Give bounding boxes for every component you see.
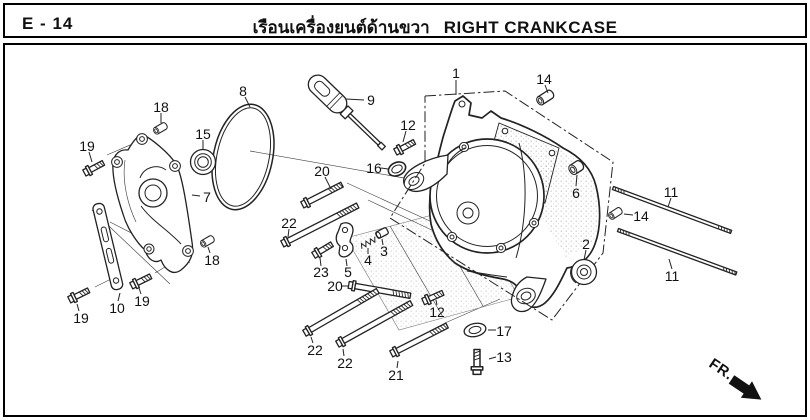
header-box: E - 14 เรือนเครื่องยนต์ด้านขวา RIGHT CRAN… (3, 3, 807, 38)
bolt-12 (392, 136, 418, 158)
collar-18 (198, 234, 216, 249)
o-ring (387, 161, 407, 177)
leader-line-8 (244, 96, 251, 108)
leader-line-20 (324, 176, 332, 190)
leader-line-5 (345, 258, 348, 267)
part-label-7: 7 (203, 189, 211, 205)
part-label-20: 20 (327, 278, 343, 294)
part-label-19: 19 (73, 310, 89, 326)
bolt-23 (310, 239, 336, 261)
water-pump-cover (111, 133, 194, 274)
leader-line-9 (345, 98, 365, 101)
gasket (211, 103, 275, 211)
leader-line-21 (396, 360, 399, 369)
spring (360, 236, 376, 249)
page-code: E - 14 (22, 14, 74, 33)
part-label-2: 2 (582, 236, 590, 252)
leader-line-23 (319, 257, 322, 267)
sealing-washer (463, 322, 487, 338)
leader-line-12 (435, 299, 438, 306)
part-label-14: 14 (536, 71, 552, 87)
part-label-22: 22 (307, 342, 323, 358)
collar-18 (151, 121, 169, 136)
leader-line-22 (310, 336, 314, 344)
leader-line-19 (76, 303, 80, 312)
leader-line-18 (207, 246, 211, 254)
fr-arrow-icon (728, 375, 762, 400)
leader-line-2 (583, 249, 587, 261)
part-label-14: 14 (633, 208, 649, 224)
part1-boundary (389, 90, 614, 321)
leader-line-11 (667, 197, 672, 208)
leader-line-6 (575, 174, 578, 187)
part-label-19: 19 (134, 293, 150, 309)
part-label-22: 22 (337, 355, 353, 371)
part-label-12: 12 (400, 117, 416, 133)
crankcase-opening-rim (429, 138, 545, 254)
leader-line-12 (402, 130, 407, 143)
part-label-5: 5 (344, 264, 352, 280)
part-label-12: 12 (429, 304, 445, 320)
part-label-17: 17 (496, 323, 512, 339)
part-label-11: 11 (664, 184, 679, 200)
oil-seal (189, 148, 217, 176)
plug-pin (375, 227, 389, 239)
part-label-22: 22 (281, 215, 297, 231)
right-crankcase (403, 95, 601, 313)
bolt-19 (66, 285, 92, 305)
part-label-18: 18 (204, 252, 220, 268)
bolt-20 (299, 179, 345, 211)
oil-dipstick (307, 74, 386, 151)
leader-line-19 (88, 151, 93, 163)
title-thai: เรือนเครื่องยนต์ด้านขวา (252, 18, 430, 37)
leader-line-11 (668, 258, 673, 270)
part-label-19: 19 (79, 138, 95, 154)
part-label-23: 23 (313, 264, 329, 280)
part-label-10: 10 (109, 300, 125, 316)
roller-bearing (570, 258, 598, 286)
leader-line-22 (342, 348, 345, 357)
leader-line-22 (287, 228, 290, 238)
bolt-19 (81, 157, 107, 179)
part-label-18: 18 (153, 99, 169, 115)
collar-14 (534, 88, 556, 107)
part-label-21: 21 (388, 367, 404, 383)
part-label-9: 9 (367, 92, 375, 108)
leader-line-10 (117, 292, 121, 302)
leader-line-14 (544, 84, 549, 94)
part-label-20: 20 (314, 163, 330, 179)
part-label-6: 6 (572, 185, 580, 201)
part-label-13: 13 (496, 349, 512, 365)
leader-line-7 (191, 194, 201, 197)
leader-line-16 (380, 167, 389, 170)
leader-line-19 (138, 287, 142, 295)
part-label-1: 1 (452, 65, 460, 81)
part-label-11: 11 (665, 268, 680, 284)
bolt-19 (128, 271, 154, 291)
collar-14 (606, 205, 624, 221)
drain-bolt-13 (470, 348, 484, 376)
page-title: เรือนเครื่องยนต์ด้านขวา RIGHT CRANKCASE (75, 14, 795, 41)
leader-line-13 (488, 356, 497, 360)
part-label-3: 3 (380, 243, 388, 259)
leader-line-3 (381, 238, 384, 246)
part-label-16: 16 (366, 160, 382, 176)
leader-line-14 (623, 213, 634, 216)
bracket-plate (335, 222, 354, 258)
title-english: RIGHT CRANKCASE (443, 18, 618, 37)
fr-indicator: FR. (706, 355, 762, 400)
part-label-15: 15 (195, 126, 211, 142)
part-label-8: 8 (239, 83, 247, 99)
part-label-4: 4 (364, 252, 372, 268)
setting-plate (92, 202, 124, 291)
